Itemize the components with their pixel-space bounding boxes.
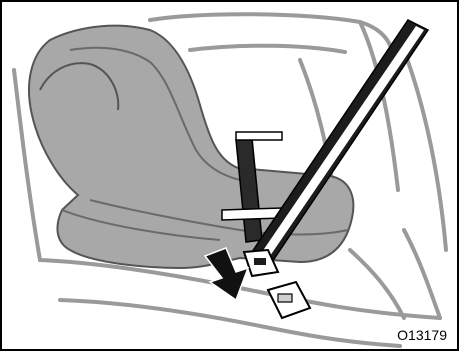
belt-guide-clip-upper [236, 132, 282, 140]
latch-plate-slot [254, 258, 266, 265]
figure-code: O13179 [397, 327, 447, 343]
belt-guide-clip-lower [222, 208, 282, 220]
buckle-release-button [278, 294, 292, 302]
